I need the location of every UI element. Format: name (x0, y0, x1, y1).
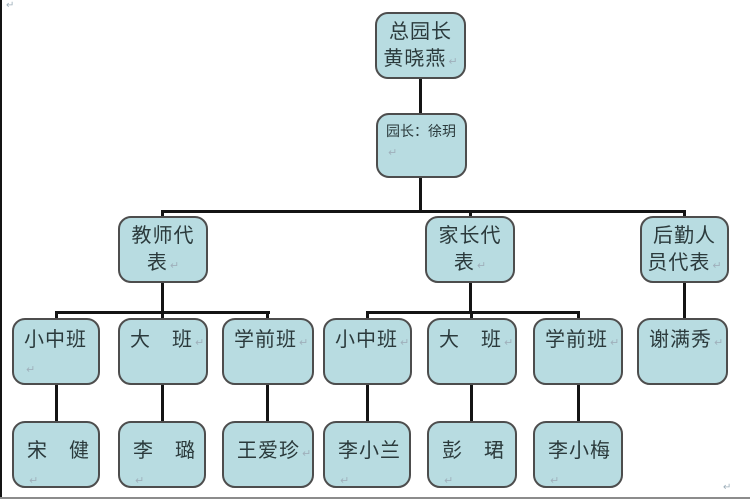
node-director: 园长：徐玥 ↵ (376, 113, 467, 178)
connector-line (470, 384, 473, 422)
return-mark-icon: ↵ (504, 336, 514, 349)
node-parent-preschool-class: 学前班↵ (533, 318, 623, 385)
connector-line (469, 283, 472, 313)
node-label: 小中班 (24, 327, 87, 351)
return-mark-icon: ↵ (195, 336, 205, 349)
node-label: 王爱珍 (237, 438, 300, 462)
return-mark-icon: ↵ (135, 474, 145, 487)
connector-line (366, 311, 369, 320)
return-mark-icon: ↵ (26, 363, 36, 376)
connector-line (419, 178, 422, 212)
node-label: 小中班 (335, 327, 398, 351)
page-bottom-rule (0, 497, 750, 499)
connector-line (683, 210, 686, 218)
node-teacher-preschool-member: 王爱珍↵ (222, 421, 314, 488)
node-label: 李小梅 (548, 438, 611, 462)
node-label: 园长：徐玥 (386, 124, 456, 140)
node-label: 李小兰 (338, 438, 401, 462)
connector-line (419, 79, 422, 115)
connector-line (366, 311, 580, 314)
return-mark-icon: ↵ (299, 336, 309, 349)
node-parent-senior-member: 彭 珺 ↵ (427, 421, 517, 488)
node-teacher-junior-middle-class: 小中班 ↵ (12, 318, 100, 385)
connector-line (161, 210, 686, 213)
page-left-border (0, 0, 2, 497)
return-mark-icon: ↵ (610, 336, 620, 349)
return-mark-icon: ↵ (444, 474, 454, 487)
node-label: 学前班 (234, 327, 297, 351)
node-parent-senior-class: 大 班↵ (427, 318, 517, 385)
node-label: 家长代 表 (438, 223, 502, 274)
connector-line (577, 384, 580, 422)
connector-line (470, 311, 473, 320)
connector-line (469, 210, 472, 218)
return-mark-icon: ↵ (714, 336, 724, 349)
node-label: 彭 珺 (442, 438, 505, 462)
node-teacher-senior-class: 大 班↵ (118, 318, 208, 385)
node-parent-preschool-member: 李小梅 ↵ (533, 421, 623, 488)
connector-line (577, 311, 580, 320)
return-mark-icon: ↵ (476, 259, 487, 272)
node-logistics-rep: 后勤人 员代表↵ (640, 216, 729, 283)
node-logistics-member: 谢满秀↵ (637, 318, 728, 385)
connector-line (683, 283, 686, 319)
connector-line (161, 210, 164, 218)
node-label: 后勤人 员代表 (647, 223, 716, 274)
node-label: 谢满秀 (649, 327, 712, 351)
node-label: 李 璐 (133, 438, 196, 462)
node-label: 大 班 (130, 327, 193, 351)
connector-line (161, 283, 164, 313)
node-parent-rep: 家长代 表↵ (425, 216, 515, 283)
connector-line (266, 384, 269, 422)
return-mark-icon: ↵ (340, 474, 350, 487)
connector-line (55, 384, 58, 422)
return-mark-icon: ↵ (388, 146, 398, 159)
node-label: 教师代 表 (131, 223, 195, 274)
node-teacher-junior-middle-member: 宋 健 ↵ (12, 421, 100, 488)
connector-line (266, 311, 269, 320)
return-mark-icon: ↵ (302, 447, 312, 460)
return-mark-icon: ↵ (448, 55, 458, 68)
node-teacher-preschool-class: 学前班↵ (222, 318, 314, 385)
node-teacher-rep: 教师代 表↵ (118, 216, 208, 283)
node-label: 宋 健 (27, 438, 90, 462)
return-mark-icon: ↵ (400, 336, 410, 349)
connector-line (366, 384, 369, 422)
paragraph-mark-icon: ↵ (723, 482, 732, 493)
return-mark-icon: ↵ (712, 259, 722, 272)
return-mark-icon: ↵ (29, 474, 39, 487)
node-label: 大 班 (439, 327, 502, 351)
connector-line (161, 384, 164, 422)
node-label: 总园长 黄晓燕 (383, 19, 452, 70)
return-mark-icon: ↵ (550, 474, 560, 487)
node-parent-junior-middle-member: 李小兰 ↵ (323, 421, 411, 488)
paragraph-mark-icon: ↵ (6, 0, 15, 11)
node-director-general: 总园长 黄晓燕↵ (375, 12, 466, 79)
node-parent-junior-middle-class: 小中班↵ (323, 318, 412, 385)
connector-line (55, 311, 58, 320)
return-mark-icon: ↵ (169, 259, 180, 272)
node-teacher-senior-member: 李 璐 ↵ (118, 421, 206, 488)
node-label: 学前班 (545, 327, 608, 351)
connector-line (161, 311, 164, 320)
